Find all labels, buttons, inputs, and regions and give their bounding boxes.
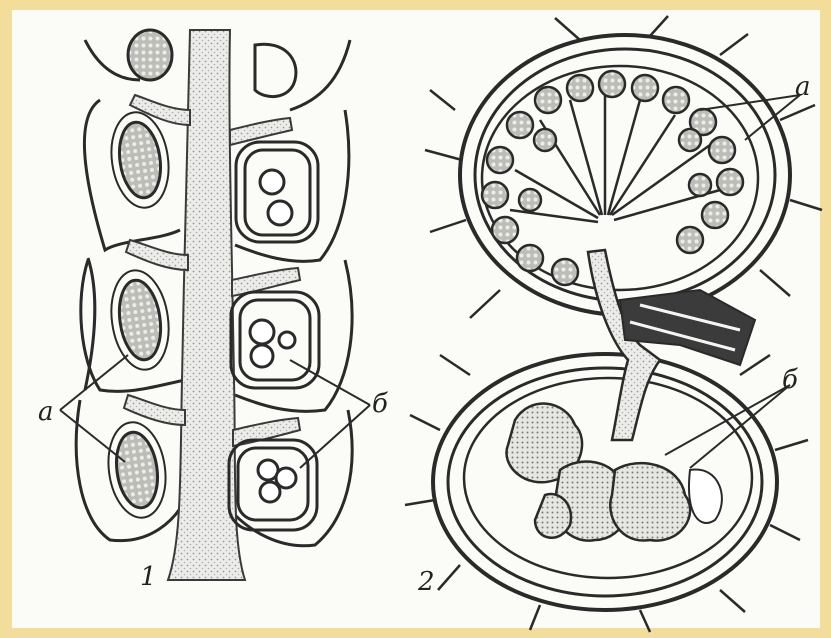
- fig2-upper-spheres: [482, 71, 743, 285]
- figure-1: a б 1: [38, 30, 388, 592]
- fig2-stalk: [588, 250, 660, 440]
- fig1-number: 1: [140, 562, 157, 592]
- fig2-number: 2: [417, 567, 435, 597]
- fig2-label-a: a: [795, 72, 811, 102]
- fig1-label-b: б: [372, 389, 388, 419]
- figure-2: a б 2: [405, 16, 822, 632]
- fig2-empty-sac: [689, 470, 722, 523]
- fig1-label-a: a: [38, 397, 54, 427]
- fig2-label-b: б: [782, 365, 798, 395]
- fig2-lower-masses: [506, 404, 690, 541]
